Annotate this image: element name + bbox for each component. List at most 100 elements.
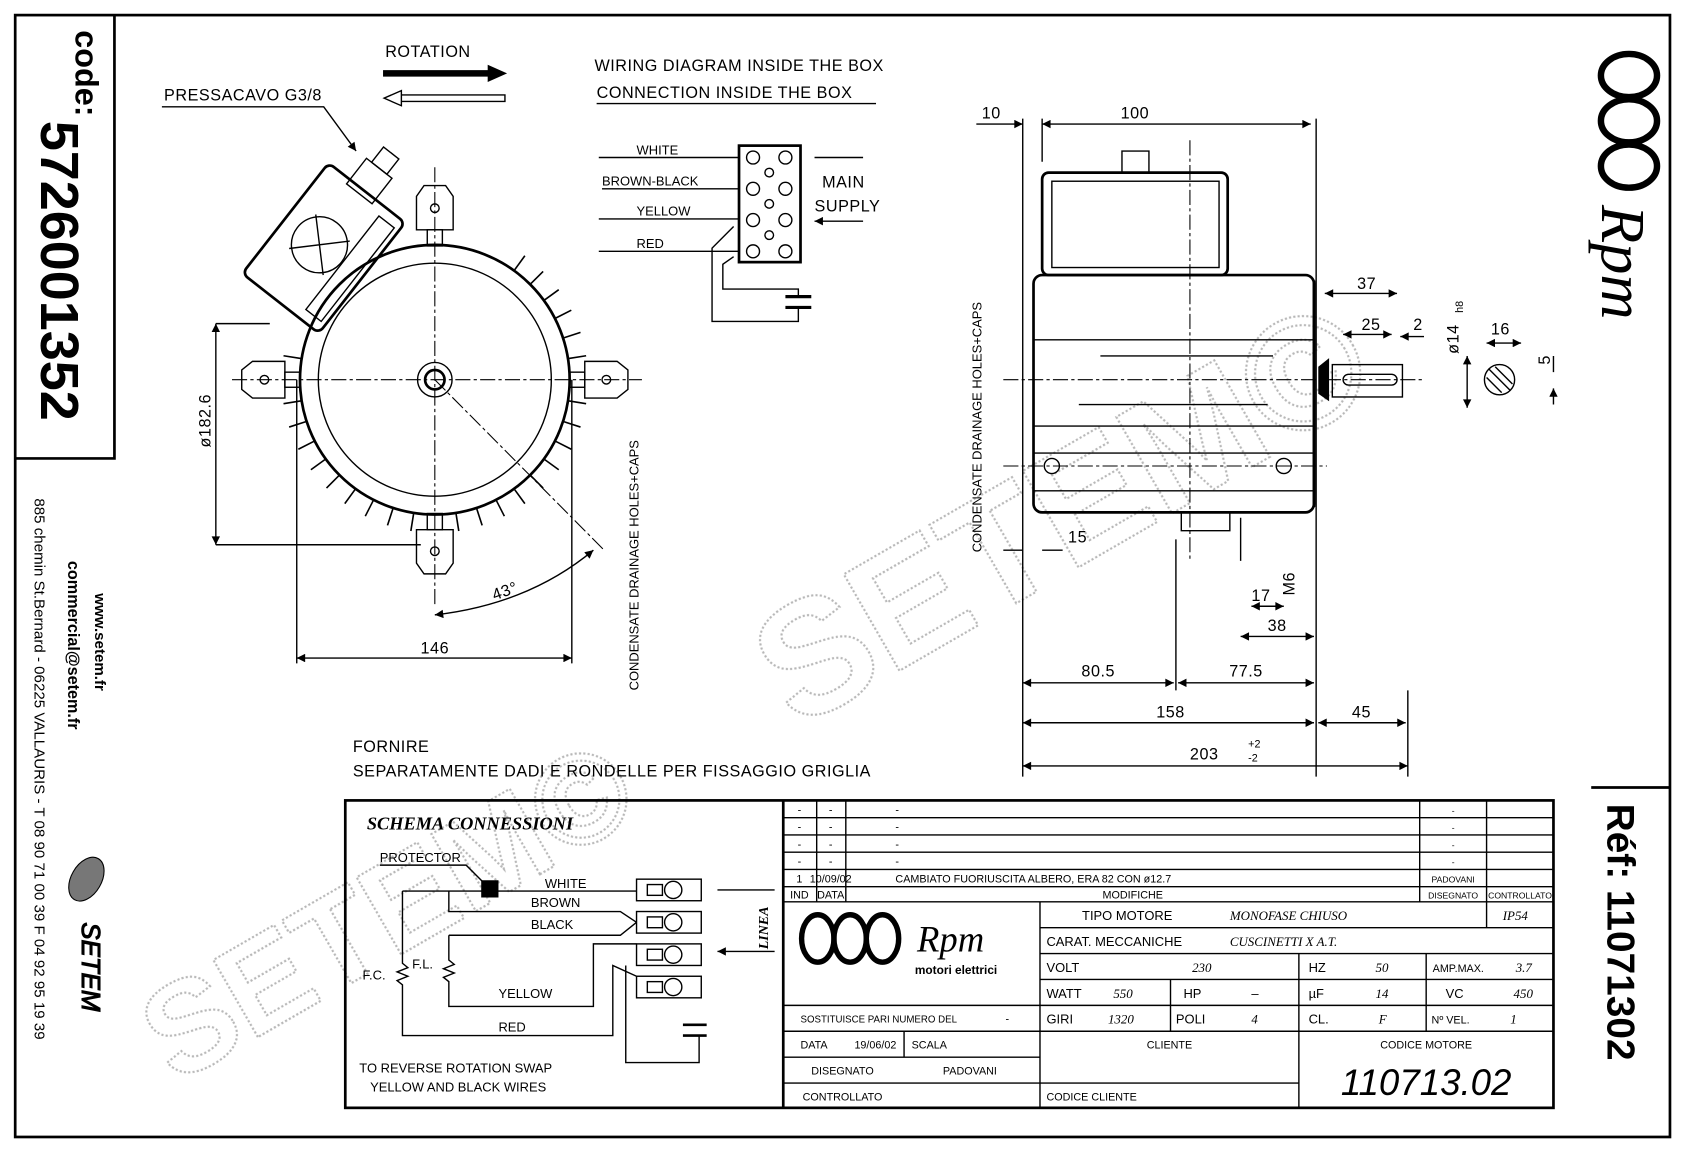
thread-m6: M6: [1281, 572, 1299, 596]
revision-data: -: [829, 856, 833, 868]
linea-label: LINEA: [757, 906, 772, 950]
revision-mod: -: [895, 839, 899, 851]
field-coil-fl: F.L.: [412, 957, 433, 972]
dim-80-5: 80.5: [1081, 662, 1115, 680]
caratteristiche-value: CUSCINETTI X A.T.: [1230, 934, 1337, 949]
code-value: 5726001352: [29, 121, 89, 421]
giri-value: 1320: [1108, 1012, 1134, 1027]
cooling-fin: [544, 458, 560, 471]
codice-cliente-label: CODICE CLIENTE: [1046, 1091, 1136, 1103]
cooling-fin: [325, 475, 340, 489]
dim-45: 45: [1352, 703, 1371, 721]
shaft-diameter: ø14: [1445, 324, 1463, 354]
data-label: DATA: [801, 1040, 829, 1052]
setem-logo: SETEM: [68, 856, 105, 1012]
velocity-label: Nº VEL.: [1432, 1015, 1470, 1027]
tolerance-plus: +2: [1248, 739, 1260, 751]
header-modifiche: MODIFICHE: [1103, 890, 1163, 902]
header-ind: IND: [790, 890, 809, 902]
website-link[interactable]: www.setem.fr: [91, 592, 108, 691]
rpm-coils-icon: [1597, 50, 1661, 191]
capacitor-wiring: [711, 226, 800, 323]
revision-mod: -: [895, 822, 899, 834]
cooling-fin: [283, 354, 301, 360]
wiring-diagram: WIRING DIAGRAM INSIDE THE BOX CONNECTION…: [594, 57, 883, 323]
dim-5: 5: [1536, 355, 1554, 365]
main-supply-label-2: SUPPLY: [815, 197, 881, 215]
schema-black: BLACK: [531, 917, 574, 932]
shaft-section: [1483, 363, 1516, 396]
rotation-label: ROTATION: [385, 43, 470, 61]
schema-white: WHITE: [545, 876, 587, 891]
revision-data: -: [829, 822, 833, 834]
schema-wires: [395, 890, 700, 1064]
right-strip: Rpm Réf: 11071302: [1588, 50, 1670, 1061]
schema-capacitor-icon: [682, 1023, 707, 1037]
rpm-logo-subtitle: motori elettrici: [915, 963, 997, 977]
dim-37: 37: [1357, 275, 1376, 293]
rotation-arrow-icon: [487, 64, 508, 82]
dim-158: 158: [1156, 703, 1185, 721]
setem-logo-text: SETEM: [76, 922, 104, 1012]
wiring-title: WIRING DIAGRAM INSIDE THE BOX: [594, 57, 883, 75]
cooling-fin: [386, 508, 394, 526]
connection-title: CONNECTION INSIDE THE BOX: [597, 84, 853, 102]
shaft: [1331, 363, 1404, 398]
revision-dis: -: [1452, 857, 1455, 867]
side-terminal-box: [1040, 171, 1230, 277]
dim-38: 38: [1268, 617, 1287, 635]
revision-mod: -: [895, 804, 899, 816]
codice-motore-value: 110713.02: [1341, 1062, 1512, 1103]
controllato-label: CONTROLLATO: [803, 1091, 883, 1103]
schema-connessioni: SCHEMA CONNESSIONI PROTECTOR WHITE BROWN…: [359, 814, 775, 1095]
address: 885 chemin St.Bernard - 06225 VALLAURIS …: [31, 498, 48, 1039]
watt-value: 550: [1113, 986, 1133, 1001]
data-value: 19/06/02: [854, 1040, 896, 1052]
email-link[interactable]: commercial@setem.fr: [64, 561, 82, 730]
diameter-dimension: ø182.6: [196, 394, 214, 448]
giri-label: GIRI: [1046, 1012, 1073, 1027]
hp-value: –: [1251, 986, 1259, 1001]
amp-max-label: AMP.MAX.: [1433, 963, 1484, 975]
cooling-fin: [283, 400, 301, 405]
revision-mod: CAMBIATO FUORIUSCITA ALBERO, ERA 82 CON …: [895, 873, 1171, 885]
revision-dis: PADOVANI: [1432, 874, 1475, 884]
drainage-note: CONDENSATE DRAINAGE HOLES+CAPS: [627, 440, 642, 691]
tipo-motore-label: TIPO MOTORE: [1082, 908, 1173, 923]
wire-red: RED: [637, 236, 664, 251]
revision-ind: 1: [796, 873, 802, 885]
terminal-box: [243, 146, 404, 332]
dim-16: 16: [1491, 320, 1510, 338]
cooling-fin: [364, 500, 374, 517]
revision-ind: -: [798, 804, 802, 816]
schema-title: SCHEMA CONNESSIONI: [367, 814, 574, 834]
revision-data: -: [829, 839, 833, 851]
cooling-fin: [310, 458, 326, 471]
scala-label: SCALA: [912, 1040, 948, 1052]
schema-red: RED: [498, 1019, 525, 1034]
reference-number: Réf: 11071302: [1598, 804, 1641, 1061]
codice-motore-label: CODICE MOTORE: [1380, 1040, 1472, 1052]
side-view: 10 100 37 25 2 ø14 h8 16 5 CONDENSATE DR…: [970, 105, 1554, 777]
wire-white: WHITE: [637, 142, 679, 157]
class-value: F: [1378, 1012, 1388, 1027]
reverse-note-2: YELLOW AND BLACK WIRES: [370, 1080, 547, 1095]
cooling-fin: [514, 255, 526, 271]
capacitor-icon: [785, 295, 812, 310]
hp-label: HP: [1183, 986, 1201, 1001]
dim-25: 25: [1361, 316, 1380, 334]
hz-value: 50: [1375, 960, 1388, 975]
schema-yellow: YELLOW: [498, 986, 553, 1001]
caratteristiche-label: CARAT. MECCANICHE: [1046, 934, 1182, 949]
dim-2: 2: [1413, 316, 1423, 334]
dim-17: 17: [1251, 587, 1270, 605]
rpm-logo-text: Rpm: [916, 918, 984, 959]
uf-value: 14: [1375, 986, 1388, 1001]
sostituisce-value: -: [1005, 1014, 1009, 1026]
sostituisce-label: SOSTITUISCE PARI NUMERO DEL: [801, 1015, 958, 1026]
dim-77-5: 77.5: [1229, 662, 1263, 680]
revision-data: -: [829, 804, 833, 816]
note-line-1: FORNIRE: [353, 738, 430, 756]
watermark: SETEM© SETEM©: [117, 265, 1402, 1110]
